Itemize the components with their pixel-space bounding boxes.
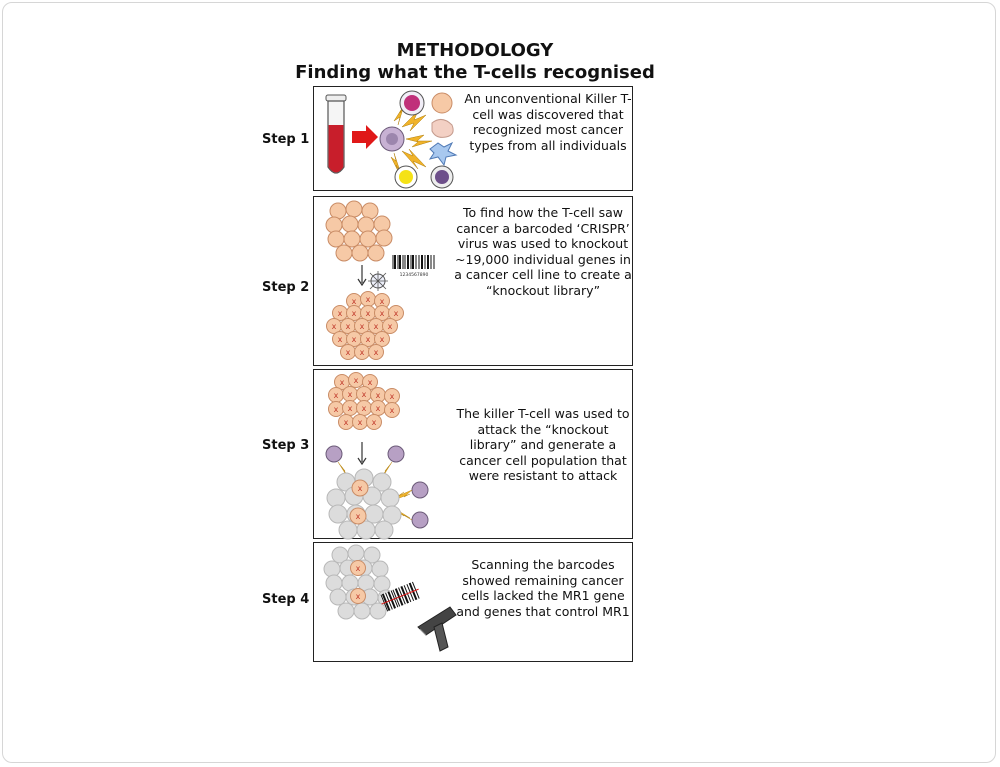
svg-text:x: x (356, 592, 361, 601)
barcode-icon: 1234567890 (392, 255, 436, 278)
blood-tube-icon (325, 94, 347, 174)
virus-icon (368, 271, 388, 291)
svg-text:x: x (374, 348, 379, 357)
down-arrow-icon (357, 442, 367, 466)
svg-text:x: x (362, 390, 367, 399)
arrow-right-icon (352, 125, 378, 149)
target-cells-icon (394, 90, 458, 189)
svg-text:x: x (390, 392, 395, 401)
svg-text:x: x (394, 309, 399, 318)
svg-text:x: x (380, 335, 385, 344)
svg-text:x: x (368, 378, 373, 387)
svg-text:x: x (352, 297, 357, 306)
svg-text:x: x (354, 376, 359, 385)
svg-text:x: x (338, 309, 343, 318)
step-1-label: Step 1 (262, 132, 310, 147)
svg-text:x: x (348, 390, 353, 399)
svg-text:x: x (338, 335, 343, 344)
svg-text:x: x (356, 564, 361, 573)
svg-text:x: x (376, 391, 381, 400)
lightning-icon (390, 98, 433, 180)
svg-text:x: x (390, 406, 395, 415)
svg-text:x: x (374, 322, 379, 331)
svg-text:x: x (366, 309, 371, 318)
killer-t-cell-icon (379, 126, 405, 152)
svg-text:x: x (372, 418, 377, 427)
svg-text:x: x (380, 297, 385, 306)
step-2-label: Step 2 (262, 280, 310, 295)
step-4-text: Scanning the barcodes showed remaining c… (456, 557, 630, 619)
svg-text:x: x (356, 512, 361, 521)
step-1-panel: An unconventional Killer T-cell was disc… (313, 86, 633, 191)
step-2-text: To find how the T-cell saw cancer a barc… (454, 205, 632, 298)
title-line-1: METHODOLOGY (396, 40, 554, 61)
svg-text:x: x (376, 404, 381, 413)
resistant-cells-icon: xx (323, 544, 395, 620)
svg-text:x: x (358, 418, 363, 427)
resistant-cells-icon: xx (326, 468, 402, 540)
svg-text:x: x (388, 322, 393, 331)
title-line-2: Finding what the T-cells recognised (295, 62, 655, 83)
step-1-text: An unconventional Killer T-cell was disc… (464, 91, 632, 153)
svg-text:x: x (360, 348, 365, 357)
step-4-label: Step 4 (262, 592, 310, 607)
step-4-illustration: xx (323, 544, 457, 652)
cancer-cell-cluster-icon (325, 200, 393, 262)
svg-text:x: x (360, 322, 365, 331)
barcode-icon (380, 581, 421, 612)
svg-text:x: x (340, 378, 345, 387)
svg-text:x: x (332, 322, 337, 331)
scanner-icon (417, 606, 457, 652)
barcode-number: 1234567890 (400, 272, 429, 278)
svg-text:x: x (358, 484, 363, 493)
svg-text:x: x (366, 335, 371, 344)
step-3-text: The killer T-cell was used to attack the… (456, 406, 630, 483)
svg-text:x: x (352, 335, 357, 344)
killer-t-cell-icon (325, 445, 429, 529)
svg-text:x: x (380, 309, 385, 318)
down-arrow-icon (357, 265, 367, 287)
svg-text:x: x (344, 418, 349, 427)
svg-text:x: x (352, 309, 357, 318)
svg-text:x: x (348, 404, 353, 413)
svg-text:x: x (334, 391, 339, 400)
svg-text:x: x (346, 322, 351, 331)
svg-text:x: x (366, 295, 371, 304)
step-1-illustration (325, 90, 458, 189)
step-3-label: Step 3 (262, 438, 310, 453)
svg-text:x: x (346, 348, 351, 357)
figure-title: METHODOLOGY Finding what the T-cells rec… (255, 40, 695, 84)
svg-text:x: x (334, 405, 339, 414)
svg-text:x: x (362, 404, 367, 413)
